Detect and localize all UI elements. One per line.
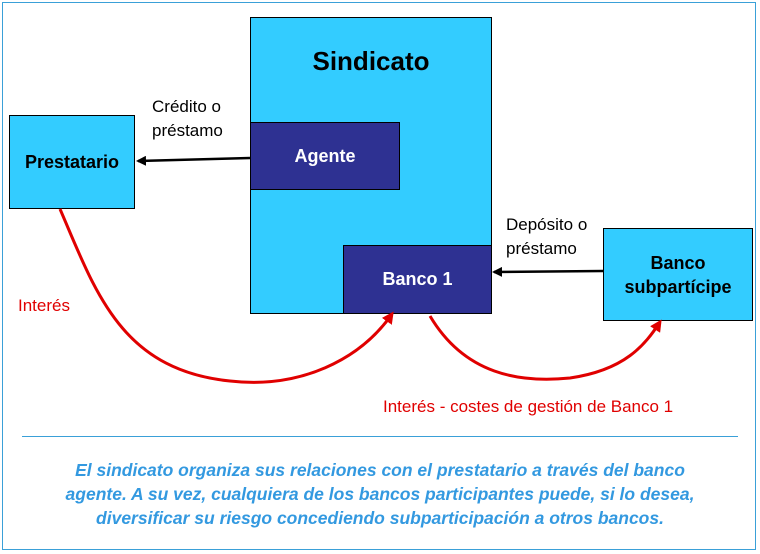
agente-box: Agente <box>250 122 400 190</box>
interes-costes-arrow <box>428 315 662 381</box>
interes-label: Interés <box>18 296 70 315</box>
deposito-label: Depósito o préstamo <box>506 213 587 261</box>
banco-subparticipe-line2: subpartícipe <box>624 276 732 297</box>
caption-line3: diversificar su riesgo concediendo subpa… <box>96 508 664 528</box>
caption-line2: agente. A su vez, cualquiera de los banc… <box>65 484 695 504</box>
agente-label: Agente <box>294 145 356 166</box>
banco-subparticipe-box: Banco subpartícipe <box>603 228 753 321</box>
interes-arrow <box>58 208 394 384</box>
credito-line2: préstamo <box>152 121 223 140</box>
banco-subparticipe-line1: Banco <box>650 252 706 273</box>
prestatario-box: Prestatario <box>9 115 135 209</box>
credito-arrow <box>136 155 251 166</box>
divider-line <box>22 436 738 437</box>
banco1-label: Banco 1 <box>382 269 453 289</box>
credito-label: Crédito o préstamo <box>152 95 223 143</box>
interes-costes-label: Interés - costes de gestión de Banco 1 <box>383 397 674 416</box>
caption-line1: El sindicato organiza sus relaciones con… <box>75 460 685 480</box>
deposito-arrow <box>492 266 604 277</box>
caption: El sindicato organiza sus relaciones con… <box>20 458 740 530</box>
banco1-box: Banco 1 <box>343 245 492 314</box>
deposito-line1: Depósito o <box>506 215 588 234</box>
deposito-line2: préstamo <box>506 239 577 258</box>
credito-line1: Crédito o <box>152 97 221 116</box>
prestatario-label: Prestatario <box>24 151 120 172</box>
sindicato-title: Sindicato <box>312 46 430 76</box>
